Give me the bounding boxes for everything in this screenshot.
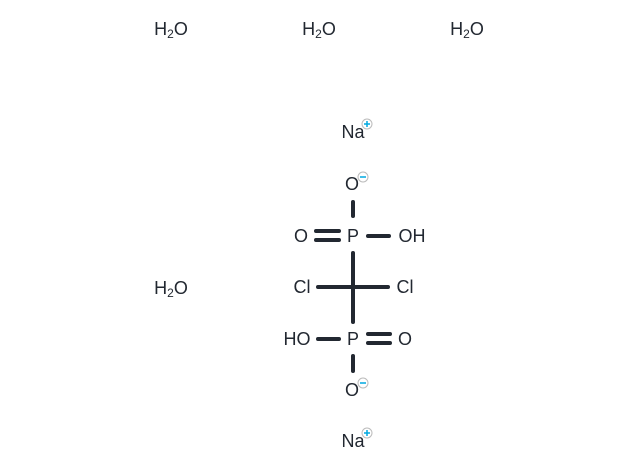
charge-plus-bottom [361,427,373,439]
svg-text:H2O: H2O [154,19,188,41]
atom-oh-top: OH [399,226,426,246]
atom-cl-right: Cl [397,277,414,297]
bonds [314,200,392,373]
charge-minus-top [357,171,369,183]
water-3: H2O [450,19,484,41]
atom-o-double-bottom: O [398,329,412,349]
atom-o-double-top: O [294,226,308,246]
water-2: H2O [302,19,336,41]
atom-o-minus-top: O [345,174,359,194]
charge-plus-top [361,118,373,130]
atom-cl-left: Cl [294,277,311,297]
atom-na-top: Na [341,122,365,142]
atom-p-bottom: P [347,329,359,349]
svg-text:H2O: H2O [302,19,336,41]
svg-text:H2O: H2O [154,278,188,300]
atom-p-top: P [347,226,359,246]
water-1: H2O [154,19,188,41]
water-4: H2O [154,278,188,300]
atom-o-minus-bottom: O [345,380,359,400]
svg-text:H2O: H2O [450,19,484,41]
atom-ho-bottom: HO [284,329,311,349]
charge-minus-bottom [357,377,369,389]
atom-na-bottom: Na [341,431,365,451]
